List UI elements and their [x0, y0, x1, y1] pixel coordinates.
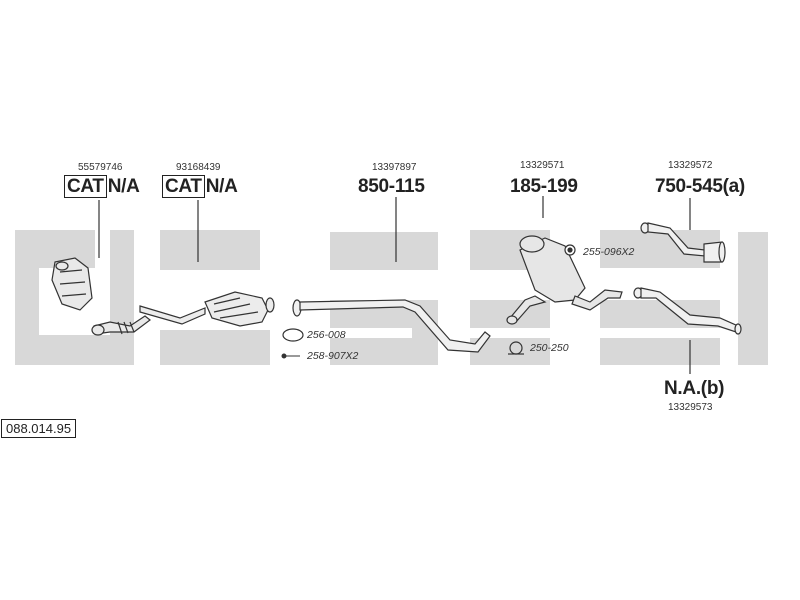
- catalytic-converter-2: [139, 291, 275, 327]
- part-oem-number: 93168439: [176, 162, 221, 173]
- catalytic-converter-1: [51, 257, 151, 336]
- part-label: 185-199: [510, 176, 578, 197]
- middle-pipe: [292, 299, 491, 353]
- part-oem-number: 13329573: [668, 402, 713, 413]
- accessory-code: 250-250: [530, 342, 569, 354]
- part-oem-number: 55579746: [78, 162, 123, 173]
- watermark: [15, 230, 768, 365]
- tail-pipe-b: [633, 287, 742, 335]
- bolt-icon: [281, 353, 300, 359]
- part-oem-number: 13397897: [372, 162, 417, 173]
- part-label-text: N/A: [205, 176, 238, 197]
- reference-number: 088.014.95: [1, 419, 77, 438]
- part-oem-number: 13329572: [668, 160, 713, 171]
- hanger-icon: [508, 341, 524, 355]
- tail-pipe-a: [640, 222, 726, 263]
- part-oem-number: 13329571: [520, 160, 565, 171]
- clamp-icon: [564, 244, 576, 256]
- accessory-code: 255-096X2: [583, 246, 635, 258]
- gasket-icon: [282, 328, 304, 342]
- cat-badge: CAT: [64, 175, 107, 198]
- part-label: N.A.(b): [664, 378, 725, 399]
- part-label: 750-545(a): [655, 176, 745, 197]
- cat-badge: CAT: [162, 175, 205, 198]
- accessory-code: 258-907X2: [307, 350, 359, 362]
- part-label-text: N/A: [107, 176, 140, 197]
- part-label: 850-115: [358, 176, 425, 197]
- accessory-code: 256-008: [307, 329, 346, 341]
